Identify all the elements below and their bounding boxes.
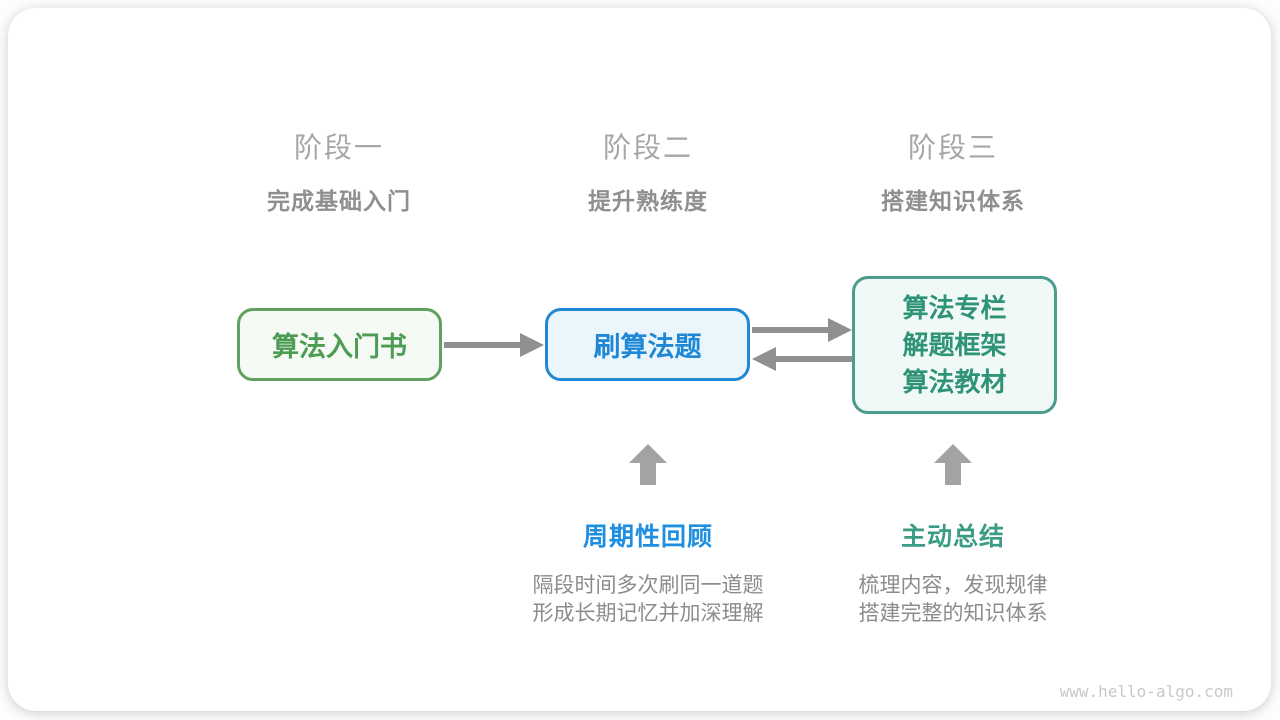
- stage-3-subtitle: 搭建知识体系: [881, 188, 1025, 214]
- stage-2-subtitle: 提升熟练度: [588, 188, 708, 214]
- stage-3-title: 阶段三: [907, 132, 998, 163]
- annotation-review-desc-line-2: 形成长期记忆并加深理解: [532, 602, 764, 625]
- node-advanced-line-2: 解题框架: [902, 329, 1007, 360]
- stage-1-header: 阶段一 完成基础入门: [189, 126, 489, 216]
- node-advanced-line-1: 算法专栏: [902, 292, 1007, 323]
- arrow-practice-to-advanced-icon: [752, 318, 852, 342]
- stage-2-title: 阶段二: [602, 132, 693, 163]
- annotation-summary: 主动总结 梳理内容，发现规律 搭建完整的知识体系: [788, 517, 1118, 628]
- annotation-summary-desc-line-2: 搭建完整的知识体系: [858, 602, 1048, 625]
- annotation-summary-label: 主动总结: [900, 523, 1005, 551]
- stage-2-header: 阶段二 提升熟练度: [498, 126, 798, 216]
- node-practice: 刷算法题: [545, 308, 750, 381]
- node-intro-book: 算法入门书: [237, 308, 442, 381]
- annotation-summary-desc-line-1: 梳理内容，发现规律: [858, 574, 1048, 597]
- stage-3-header: 阶段三 搭建知识体系: [803, 126, 1103, 216]
- stage-1-title: 阶段一: [293, 132, 384, 163]
- stage-1-subtitle: 完成基础入门: [267, 188, 411, 214]
- node-practice-label: 刷算法题: [593, 332, 702, 362]
- annotation-review-desc-line-1: 隔段时间多次刷同一道题: [532, 574, 764, 597]
- up-arrow-summary-icon: [934, 444, 972, 485]
- watermark-url: www.hello-algo.com: [1059, 682, 1233, 701]
- annotation-summary-desc: 梳理内容，发现规律 搭建完整的知识体系: [788, 572, 1118, 628]
- diagram-card: 阶段一 完成基础入门 阶段二 提升熟练度 阶段三 搭建知识体系 算法入门书 刷算…: [8, 8, 1271, 711]
- arrow-intro-to-practice-icon: [444, 333, 544, 357]
- annotation-review-label: 周期性回顾: [582, 523, 713, 551]
- arrow-advanced-to-practice-icon: [752, 347, 852, 371]
- annotation-review-desc: 隔段时间多次刷同一道题 形成长期记忆并加深理解: [483, 572, 813, 628]
- node-intro-book-label: 算法入门书: [272, 332, 407, 362]
- node-advanced: 算法专栏 解题框架 算法教材: [852, 276, 1057, 414]
- annotation-review: 周期性回顾 隔段时间多次刷同一道题 形成长期记忆并加深理解: [483, 517, 813, 628]
- up-arrow-review-icon: [629, 444, 667, 485]
- node-advanced-line-3: 算法教材: [902, 366, 1007, 397]
